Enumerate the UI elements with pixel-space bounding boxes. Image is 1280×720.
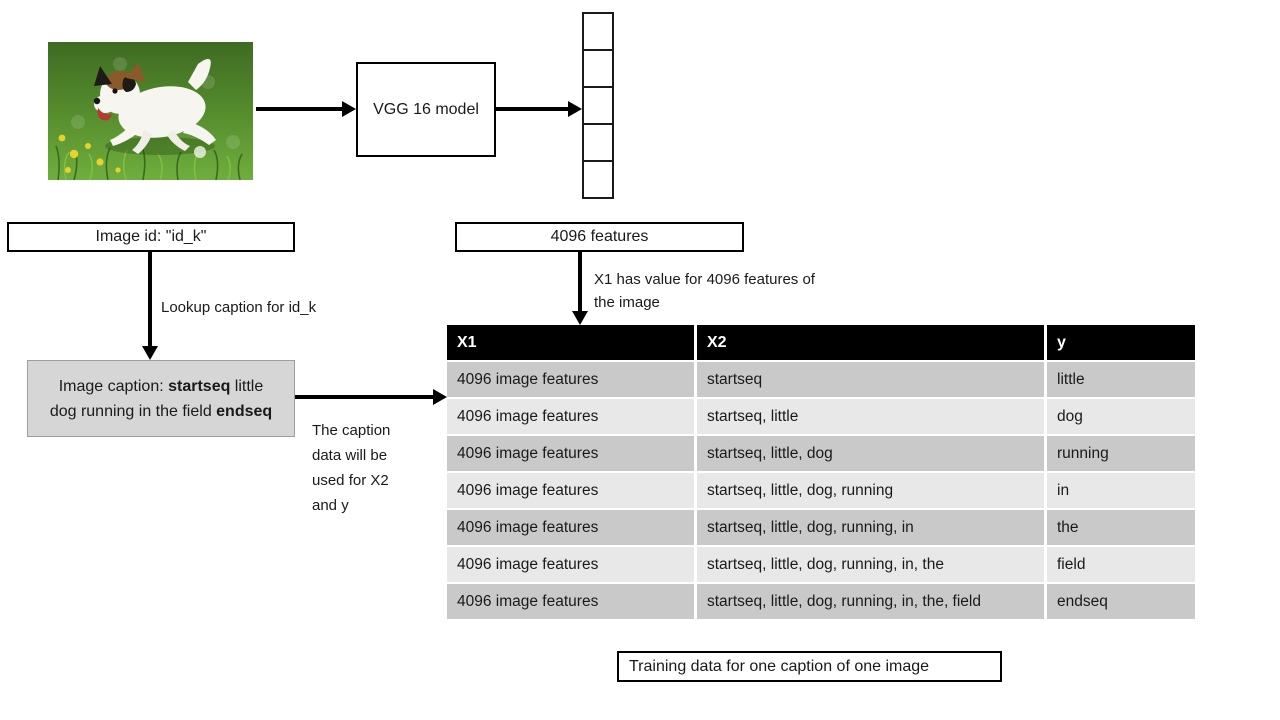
table-cell: 4096 image features	[447, 471, 697, 508]
arrowhead-id-to-caption	[142, 346, 158, 360]
footer-caption-label: Training data for one caption of one ima…	[629, 657, 930, 675]
table-cell: field	[1047, 545, 1195, 582]
arrow-caption-to-table	[295, 395, 435, 399]
caption-use-note: The caption data will be used for X2 and…	[312, 422, 391, 514]
table-cell: dog	[1047, 397, 1195, 434]
image-id-label: Image id: "id_k"	[95, 228, 207, 245]
feature-vector-cell	[582, 160, 614, 199]
image-caption-text: Image caption: startseq little dog runnin…	[50, 374, 272, 424]
x1-note: X1 has value for 4096 features of the im…	[594, 271, 815, 311]
table-cell: 4096 image features	[447, 434, 697, 471]
table-cell: the	[1047, 508, 1195, 545]
arrowhead-caption-to-table	[433, 389, 447, 405]
table-header-row: X1 X2 y	[447, 325, 1195, 360]
features-box: 4096 features	[455, 222, 744, 252]
table-cell: in	[1047, 471, 1195, 508]
feature-vector	[582, 12, 614, 199]
feature-vector-cell	[582, 123, 614, 162]
table-cell: little	[1047, 360, 1195, 397]
table-cell: startseq, little, dog, running, in, the	[697, 545, 1047, 582]
table-cell: endseq	[1047, 582, 1195, 619]
table-cell: running	[1047, 434, 1195, 471]
dog-photo-illustration	[48, 42, 253, 181]
table-cell: 4096 image features	[447, 508, 697, 545]
vgg-model-label: VGG 16 model	[373, 100, 479, 118]
arrow-features-to-table	[578, 252, 582, 312]
image-id-box: Image id: "id_k"	[7, 222, 295, 252]
features-label: 4096 features	[550, 228, 649, 245]
arrow-dog-to-vgg	[256, 107, 344, 111]
caption-token: dog running in the field	[49, 402, 217, 420]
table-cell: startseq	[697, 360, 1047, 397]
table-cell: startseq, little, dog, running	[697, 471, 1047, 508]
feature-vector-cell	[582, 49, 614, 88]
dog-photo	[48, 42, 253, 181]
caption-token-bold: endseq	[216, 402, 273, 420]
table-cell: startseq, little, dog, running, in	[697, 508, 1047, 545]
table-cell: 4096 image features	[447, 360, 697, 397]
table-header-x1: X1	[447, 325, 697, 360]
arrowhead-vgg-to-vector	[568, 101, 582, 117]
arrowhead-features-to-table	[572, 311, 588, 325]
feature-vector-cell	[582, 86, 614, 125]
table-cell: startseq, little, dog	[697, 434, 1047, 471]
table-header-y: y	[1047, 325, 1195, 360]
caption-token: little	[230, 377, 264, 395]
image-caption-box: Image caption: startseq little dog runnin…	[27, 360, 295, 437]
arrow-vgg-to-vector	[496, 107, 570, 111]
table-cell: startseq, little, dog, running, in, the,…	[697, 582, 1047, 619]
caption-token-bold: startseq	[168, 377, 231, 395]
table-cell: 4096 image features	[447, 582, 697, 619]
footer-caption-box: Training data for one caption of one ima…	[617, 651, 1002, 682]
vgg-model-box: VGG 16 model	[356, 62, 496, 157]
caption-token: Image caption:	[58, 377, 169, 395]
arrowhead-dog-to-vgg	[342, 101, 356, 117]
lookup-caption-note: Lookup caption for id_k	[161, 299, 317, 316]
table-cell: 4096 image features	[447, 545, 697, 582]
table-cell: startseq, little	[697, 397, 1047, 434]
table-header-x2: X2	[697, 325, 1047, 360]
arrow-id-to-caption	[148, 252, 152, 347]
table-cell: 4096 image features	[447, 397, 697, 434]
feature-vector-cell	[582, 12, 614, 51]
